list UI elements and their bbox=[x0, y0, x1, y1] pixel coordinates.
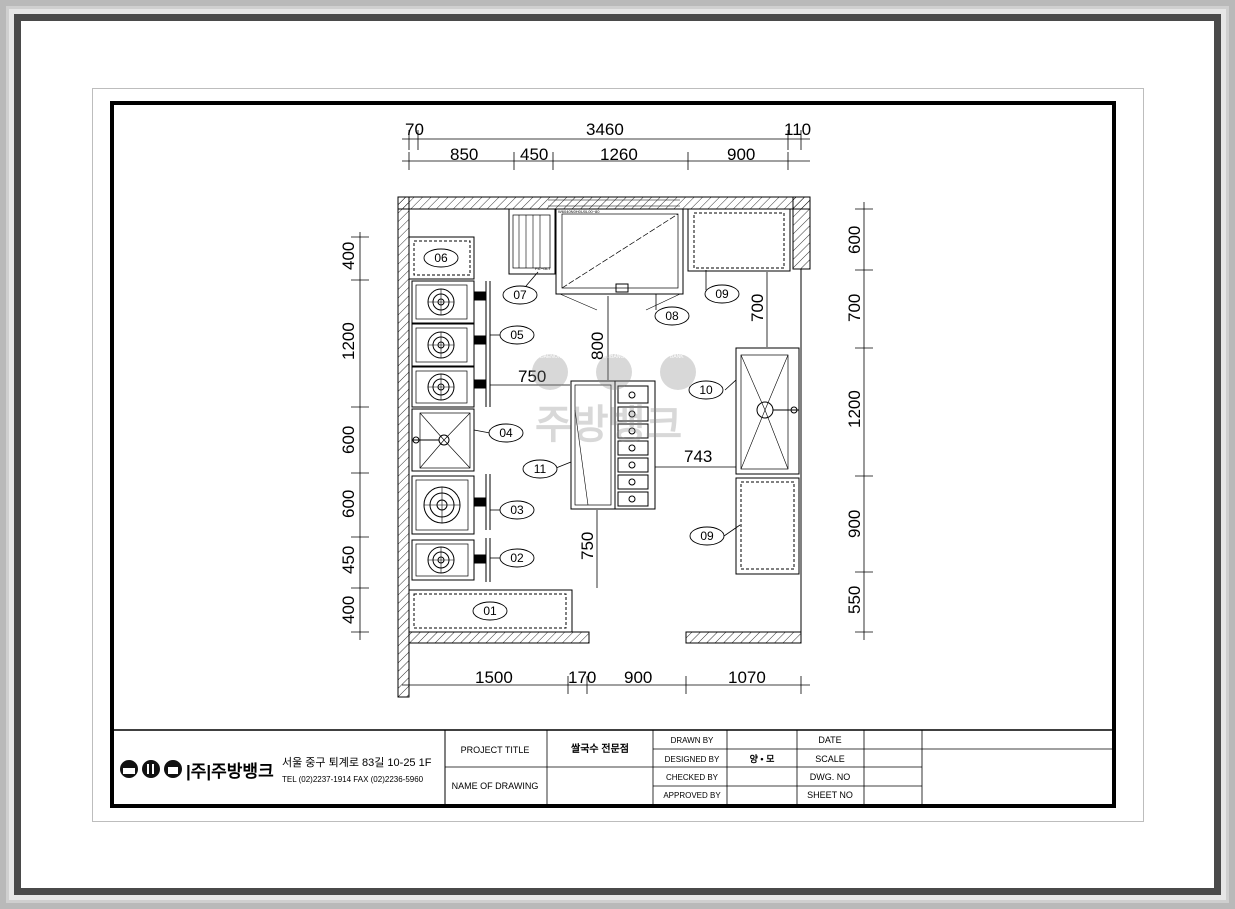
designed-by-value: 양 • 모 bbox=[750, 753, 775, 764]
hood-label: W6040N0H0U0L00~80 bbox=[558, 209, 600, 214]
dim-inner-750a: 750 bbox=[518, 367, 546, 386]
leader-lines bbox=[473, 270, 741, 559]
rack-label: FIL~GLT bbox=[535, 266, 551, 271]
watermark-word-1: DAENON bbox=[540, 354, 562, 360]
tag-01: 01 bbox=[483, 604, 497, 618]
dim-inner-800: 800 bbox=[588, 332, 607, 360]
burner-unit bbox=[411, 280, 475, 324]
dim-bottom-1500: 1500 bbox=[475, 668, 513, 687]
equipment-tags bbox=[423, 248, 740, 621]
equipment bbox=[408, 208, 800, 633]
date-label: DATE bbox=[818, 735, 841, 745]
sheet-no-label: SHEET NO bbox=[807, 790, 853, 800]
company-address: 서울 중구 퇴계로 83길 10-25 1F bbox=[282, 756, 432, 769]
drawn-by-label: DRAWN BY bbox=[671, 736, 714, 745]
name-of-drawing-label: NAME OF DRAWING bbox=[452, 781, 539, 791]
dim-right-1200: 1200 bbox=[845, 390, 864, 428]
tag-08: 08 bbox=[665, 309, 679, 323]
dim-left-600b: 600 bbox=[339, 490, 358, 518]
dim-right-550: 550 bbox=[845, 586, 864, 614]
dim-top-1260: 1260 bbox=[600, 145, 638, 164]
drawing-sheet bbox=[110, 101, 1116, 808]
dim-left-450: 450 bbox=[339, 546, 358, 574]
designed-by-label: DESIGNED BY bbox=[665, 755, 720, 764]
scale-label: SCALE bbox=[815, 754, 845, 764]
dim-right-700: 700 bbox=[845, 294, 864, 322]
title-block bbox=[114, 729, 1112, 804]
tag-11: 11 bbox=[534, 462, 547, 476]
dimension-lines bbox=[351, 130, 873, 694]
dim-bottom-1070: 1070 bbox=[728, 668, 766, 687]
tag-09b: 09 bbox=[700, 529, 714, 543]
tag-10: 10 bbox=[699, 383, 713, 397]
dim-inner-750b: 750 bbox=[578, 532, 597, 560]
tag-03: 03 bbox=[510, 503, 524, 517]
walls bbox=[397, 196, 811, 698]
tag-07: 07 bbox=[513, 288, 527, 302]
watermark-word-2: JUBANG bbox=[604, 354, 624, 360]
dim-top-110: 110 bbox=[784, 120, 811, 139]
approved-by-label: APPROVED BY bbox=[663, 791, 721, 800]
company-contact: TEL (02)2237-1914 FAX (02)2236-5960 bbox=[282, 775, 424, 784]
project-title-value: 쌀국수 전문점 bbox=[571, 742, 629, 755]
tag-06: 06 bbox=[434, 251, 448, 265]
company-logo-icons bbox=[120, 760, 182, 778]
dwg-no-label: DWG. NO bbox=[810, 772, 851, 782]
dim-top-70: 70 bbox=[405, 120, 424, 139]
tag-09a: 09 bbox=[715, 287, 729, 301]
dim-top-850: 850 bbox=[450, 145, 478, 164]
watermark: DAENON JUBANG BANK 주방뱅크 bbox=[532, 354, 696, 447]
dim-left-1200: 1200 bbox=[339, 322, 358, 360]
burner-unit bbox=[411, 323, 475, 367]
dim-bottom-900: 900 bbox=[624, 668, 652, 687]
tag-04: 04 bbox=[499, 426, 513, 440]
company-name: |주|주방뱅크 bbox=[186, 762, 274, 781]
dim-left-600a: 600 bbox=[339, 426, 358, 454]
dim-top-900: 900 bbox=[727, 145, 755, 164]
dim-right-600: 600 bbox=[845, 226, 864, 254]
tag-02: 02 bbox=[510, 551, 524, 565]
checked-by-label: CHECKED BY bbox=[666, 773, 719, 782]
dim-top-450: 450 bbox=[520, 145, 548, 164]
dim-left-400a: 400 bbox=[339, 242, 358, 270]
tag-05: 05 bbox=[510, 328, 524, 342]
dim-top-3460: 3460 bbox=[586, 120, 624, 139]
watermark-word-3: BANK bbox=[670, 354, 684, 360]
dim-inner-700: 700 bbox=[748, 294, 767, 322]
dimension-labels: 70 3460 110 850 450 1260 900 1500 170 90… bbox=[339, 120, 864, 687]
dim-left-400b: 400 bbox=[339, 596, 358, 624]
dim-right-900: 900 bbox=[845, 510, 864, 538]
dim-inner-743: 743 bbox=[684, 447, 712, 466]
dim-bottom-170: 170 bbox=[568, 668, 596, 687]
watermark-text: 주방뱅크 bbox=[535, 403, 682, 447]
project-title-label: PROJECT TITLE bbox=[461, 745, 530, 755]
